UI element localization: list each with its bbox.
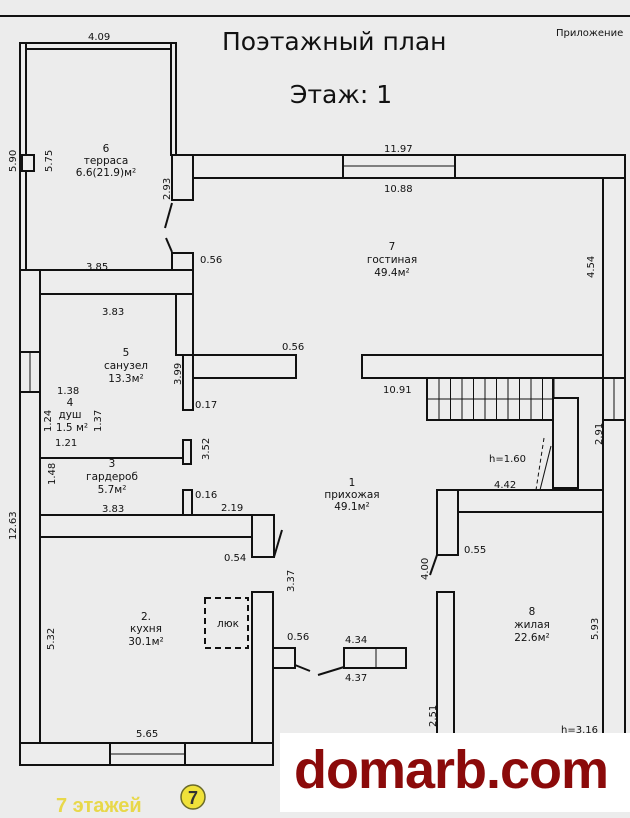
svg-text:7: 7 <box>188 788 198 808</box>
svg-text:7: 7 <box>389 241 396 253</box>
svg-text:8: 8 <box>529 606 536 618</box>
svg-text:0.55: 0.55 <box>464 545 486 556</box>
floors-count-label: 7 этажей <box>56 795 142 817</box>
svg-text:гостиная: гостиная <box>367 254 417 266</box>
svg-text:30.1м²: 30.1м² <box>128 636 164 648</box>
svg-text:5.75: 5.75 <box>44 150 55 172</box>
plan-title: Поэтажный план <box>222 27 447 56</box>
dimension-labels: 4.09 5.90 5.75 2.93 3.85 0.56 11.97 10.8… <box>8 32 605 740</box>
svg-text:3: 3 <box>109 458 116 470</box>
svg-text:4.37: 4.37 <box>345 673 367 684</box>
svg-text:4.34: 4.34 <box>345 635 367 646</box>
svg-text:10.88: 10.88 <box>384 184 413 195</box>
svg-text:5.7м²: 5.7м² <box>98 484 127 496</box>
svg-text:1.37: 1.37 <box>93 410 104 432</box>
svg-text:прихожая: прихожая <box>324 489 379 501</box>
svg-text:5.32: 5.32 <box>46 628 57 650</box>
svg-text:49.4м²: 49.4м² <box>374 267 410 279</box>
svg-text:гардероб: гардероб <box>86 471 138 483</box>
svg-text:2.51: 2.51 <box>428 705 439 727</box>
svg-text:4.42: 4.42 <box>494 480 516 491</box>
hatch-outline <box>204 597 249 649</box>
svg-text:1.48: 1.48 <box>47 463 58 485</box>
floors-badge-icon: 7 <box>180 784 206 810</box>
watermark-text: domarb.com <box>294 740 609 800</box>
svg-text:2.19: 2.19 <box>221 503 243 514</box>
floor-label: Этаж: 1 <box>290 80 392 109</box>
svg-text:11.97: 11.97 <box>384 144 413 155</box>
svg-text:1.21: 1.21 <box>55 438 77 449</box>
svg-text:0.56: 0.56 <box>287 632 309 643</box>
svg-text:0.54: 0.54 <box>224 553 246 564</box>
svg-text:терраса: терраса <box>84 155 129 167</box>
svg-text:3.83: 3.83 <box>102 504 124 515</box>
svg-text:10.91: 10.91 <box>383 385 412 396</box>
svg-text:0.56: 0.56 <box>282 342 304 353</box>
svg-text:0.17: 0.17 <box>195 400 217 411</box>
svg-text:санузел: санузел <box>104 360 148 372</box>
svg-text:4.00: 4.00 <box>420 558 431 580</box>
svg-text:4.09: 4.09 <box>88 32 110 43</box>
svg-text:1.5 м²: 1.5 м² <box>56 422 88 434</box>
svg-text:2.: 2. <box>141 611 151 623</box>
svg-text:2.93: 2.93 <box>162 178 173 200</box>
svg-text:13.3м²: 13.3м² <box>108 373 144 385</box>
svg-text:h=1.60: h=1.60 <box>489 454 526 465</box>
room-labels: 6 терраса 6.6(21.9)м² 7 гостиная 49.4м² … <box>56 143 550 648</box>
svg-text:жилая: жилая <box>514 619 550 631</box>
svg-text:4.54: 4.54 <box>586 256 597 278</box>
svg-text:2.91: 2.91 <box>594 423 605 445</box>
svg-text:4: 4 <box>67 397 74 409</box>
svg-text:1: 1 <box>349 477 356 489</box>
svg-text:12.63: 12.63 <box>8 511 19 540</box>
svg-text:6: 6 <box>103 143 110 155</box>
walls <box>19 42 626 812</box>
svg-text:h=3.16: h=3.16 <box>561 725 598 736</box>
svg-text:душ: душ <box>58 409 81 421</box>
svg-text:3.52: 3.52 <box>201 438 212 460</box>
svg-text:1.24: 1.24 <box>43 410 54 432</box>
svg-text:0.16: 0.16 <box>195 490 217 501</box>
svg-text:5.93: 5.93 <box>590 618 601 640</box>
appendix-label: Приложение <box>556 28 623 39</box>
svg-text:3.85: 3.85 <box>86 262 108 273</box>
svg-text:6.6(21.9)м²: 6.6(21.9)м² <box>76 167 136 179</box>
svg-text:кухня: кухня <box>130 623 162 635</box>
svg-text:22.6м²: 22.6м² <box>514 632 550 644</box>
svg-text:3.99: 3.99 <box>173 363 184 385</box>
svg-text:5.90: 5.90 <box>8 150 19 172</box>
svg-text:5.65: 5.65 <box>136 729 158 740</box>
svg-text:0.56: 0.56 <box>200 255 222 266</box>
svg-text:1.38: 1.38 <box>57 386 79 397</box>
svg-text:49.1м²: 49.1м² <box>334 501 370 513</box>
svg-text:3.37: 3.37 <box>286 570 297 592</box>
svg-text:5: 5 <box>123 347 130 359</box>
watermark: domarb.com <box>280 733 630 812</box>
svg-text:3.83: 3.83 <box>102 307 124 318</box>
hatch-label: люк <box>217 618 239 630</box>
